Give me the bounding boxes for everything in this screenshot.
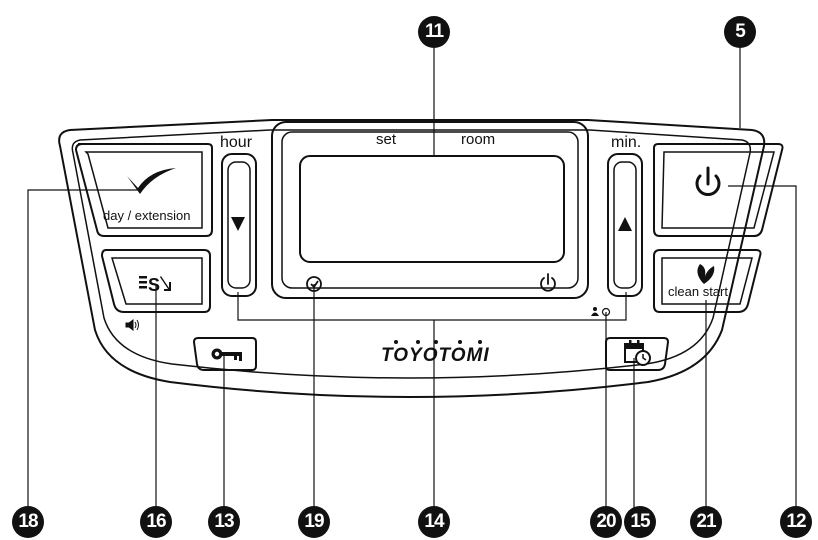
lock-button[interactable]	[194, 338, 256, 370]
hour-button-inner	[227, 161, 251, 289]
hour-down-button[interactable]	[222, 154, 256, 296]
set-label: set	[376, 131, 397, 148]
room-label: room	[461, 131, 496, 148]
callout-20: 20	[590, 506, 622, 538]
display-frame-inner	[281, 131, 579, 289]
sleep-button-inner	[110, 257, 203, 305]
callout-18: 18	[12, 506, 44, 538]
panel-outer-outline	[58, 119, 766, 398]
power-button-inner	[661, 151, 775, 229]
up-triangle-icon	[618, 217, 632, 231]
leader-18	[27, 189, 140, 508]
hour-button-outer	[221, 153, 257, 297]
timer-button[interactable]	[606, 338, 668, 370]
check-icon	[127, 168, 176, 194]
leader-14	[237, 292, 627, 321]
min-up-button[interactable]	[608, 154, 642, 296]
day-extension-button-inner	[84, 151, 203, 229]
callout-15: 15	[624, 506, 656, 538]
day-extension-button[interactable]	[78, 144, 212, 236]
clean-start-label: clean start	[668, 284, 728, 299]
speaker-icon	[125, 319, 139, 331]
day-extension-button-outer	[74, 143, 213, 237]
brand-dots	[394, 340, 482, 344]
key-icon	[211, 348, 242, 361]
hour-label: hour	[220, 134, 253, 151]
callout-14: 14	[418, 506, 450, 538]
sleep-mode-icon: S	[139, 275, 171, 295]
min-button-inner	[613, 161, 637, 289]
callout-5: 5	[724, 16, 756, 48]
panel-inner-outline	[71, 129, 752, 379]
min-button-outer	[607, 153, 643, 297]
callout-12: 12	[780, 506, 812, 538]
min-label: min.	[611, 134, 642, 151]
leader-12	[728, 185, 797, 508]
calendar-timer-icon	[624, 340, 651, 366]
callout-19: 19	[298, 506, 330, 538]
power-icon	[695, 166, 721, 196]
clean-start-button[interactable]	[654, 250, 762, 312]
power-button-outer	[653, 143, 784, 237]
clock-icon	[306, 276, 322, 292]
callout-13: 13	[208, 506, 240, 538]
day-extension-label: day / extension	[103, 208, 191, 223]
child-lock-indicator-icon	[591, 307, 611, 317]
down-triangle-icon	[231, 217, 245, 231]
callout-21: 21	[690, 506, 722, 538]
power-button[interactable]	[654, 144, 784, 236]
display-screen	[299, 155, 565, 263]
lock-button-outer	[192, 337, 257, 371]
display-frame-outer	[271, 121, 589, 299]
leaf-icon	[697, 264, 715, 284]
clean-start-button-inner	[661, 257, 753, 305]
sleep-button-outer	[100, 249, 211, 313]
small-power-icon	[540, 273, 556, 292]
brand-logo: TOYOTOMI	[381, 345, 490, 366]
clean-start-button-outer	[653, 249, 762, 313]
svg-text:S: S	[148, 275, 160, 295]
callout-16: 16	[140, 506, 172, 538]
sleep-button[interactable]	[102, 250, 210, 312]
callout-11: 11	[418, 16, 450, 48]
